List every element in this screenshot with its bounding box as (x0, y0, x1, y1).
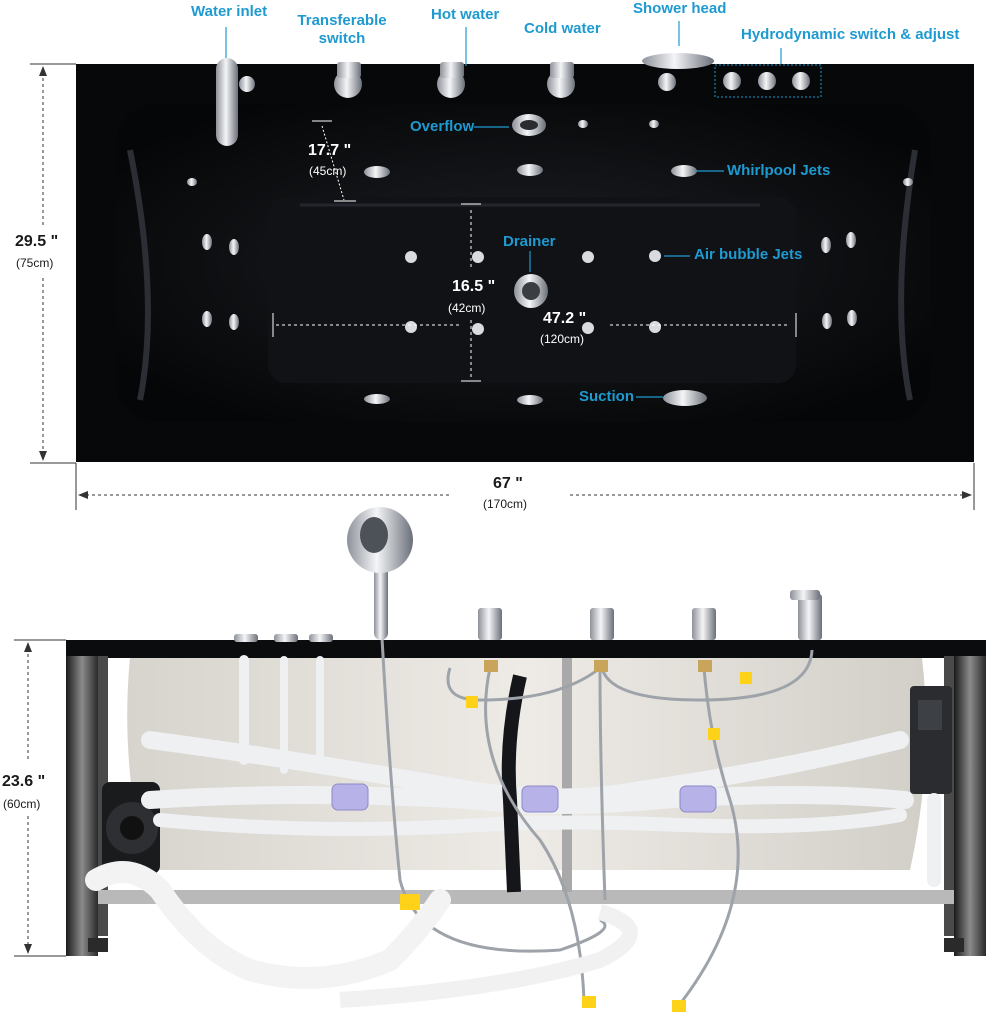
callout-leaders (225, 21, 782, 398)
dim-length-inner-metric: (120cm) (540, 332, 585, 346)
label-drainer: Drainer (503, 233, 556, 250)
dim-length-inner-imperial: 47.2 " (543, 310, 587, 327)
water-inlet-spout (216, 58, 255, 146)
whirlpool-jets (187, 120, 913, 405)
dim-length-outer-metric: (170cm) (483, 497, 528, 511)
air-bubble-jets (405, 250, 661, 335)
label-transferable-switch-line1: Transferable (297, 12, 387, 29)
label-suction: Suction (579, 388, 634, 405)
overflow-fitting (512, 114, 546, 136)
label-overflow: Overflow (410, 118, 475, 135)
label-cold-water: Cold water (524, 20, 601, 37)
hot-water-knob (437, 62, 465, 98)
dim-height-imperial: 23.6 " (2, 773, 46, 790)
tub-side-view (66, 507, 986, 1012)
label-transferable-switch: Transferable switch (290, 12, 394, 48)
dim-width-outer-metric: (75cm) (16, 256, 54, 270)
controller-box (910, 686, 952, 794)
handheld-shower (347, 507, 413, 640)
dimension-lines-top (30, 63, 975, 510)
wire-bundle (85, 861, 451, 989)
label-transferable-switch-line2: switch (318, 30, 366, 47)
dim-width-inner-imperial: 16.5 " (452, 278, 496, 295)
brass-fittings (484, 660, 712, 672)
tub-top-view (76, 53, 974, 462)
yellow-valves (400, 672, 752, 1012)
shower-head-top (642, 53, 714, 91)
suction-fitting (663, 390, 707, 406)
drain-tube (339, 904, 638, 1008)
dimension-lines-side (14, 639, 66, 957)
dim-length-outer-imperial: 67 " (493, 475, 523, 492)
deck-top (66, 640, 986, 658)
label-shower-head: Shower head (633, 0, 727, 17)
cold-water-knob (547, 62, 575, 98)
drainer-fitting (514, 274, 548, 308)
hydro-buttons (714, 64, 822, 98)
label-whirlpool-jets: Whirlpool Jets (727, 162, 831, 179)
dim-width-inner-metric: (42cm) (448, 301, 486, 315)
label-hot-water: Hot water (431, 6, 500, 23)
dim-depth-inner-metric: (45cm) (309, 164, 347, 178)
label-water-inlet: Water inlet (191, 3, 268, 20)
dim-height-metric: (60cm) (3, 797, 41, 811)
dim-width-outer-imperial: 29.5 " (15, 233, 59, 250)
label-air-bubble-jets: Air bubble Jets (694, 246, 803, 263)
inner-shell (127, 658, 926, 870)
deck-fixtures (234, 590, 822, 642)
dim-depth-inner-imperial: 17.7 " (308, 142, 352, 159)
transferable-switch-knob (334, 62, 362, 98)
pipe-joints (331, 783, 717, 813)
label-hydrodynamic-switch: Hydrodynamic switch & adjust (741, 26, 960, 43)
